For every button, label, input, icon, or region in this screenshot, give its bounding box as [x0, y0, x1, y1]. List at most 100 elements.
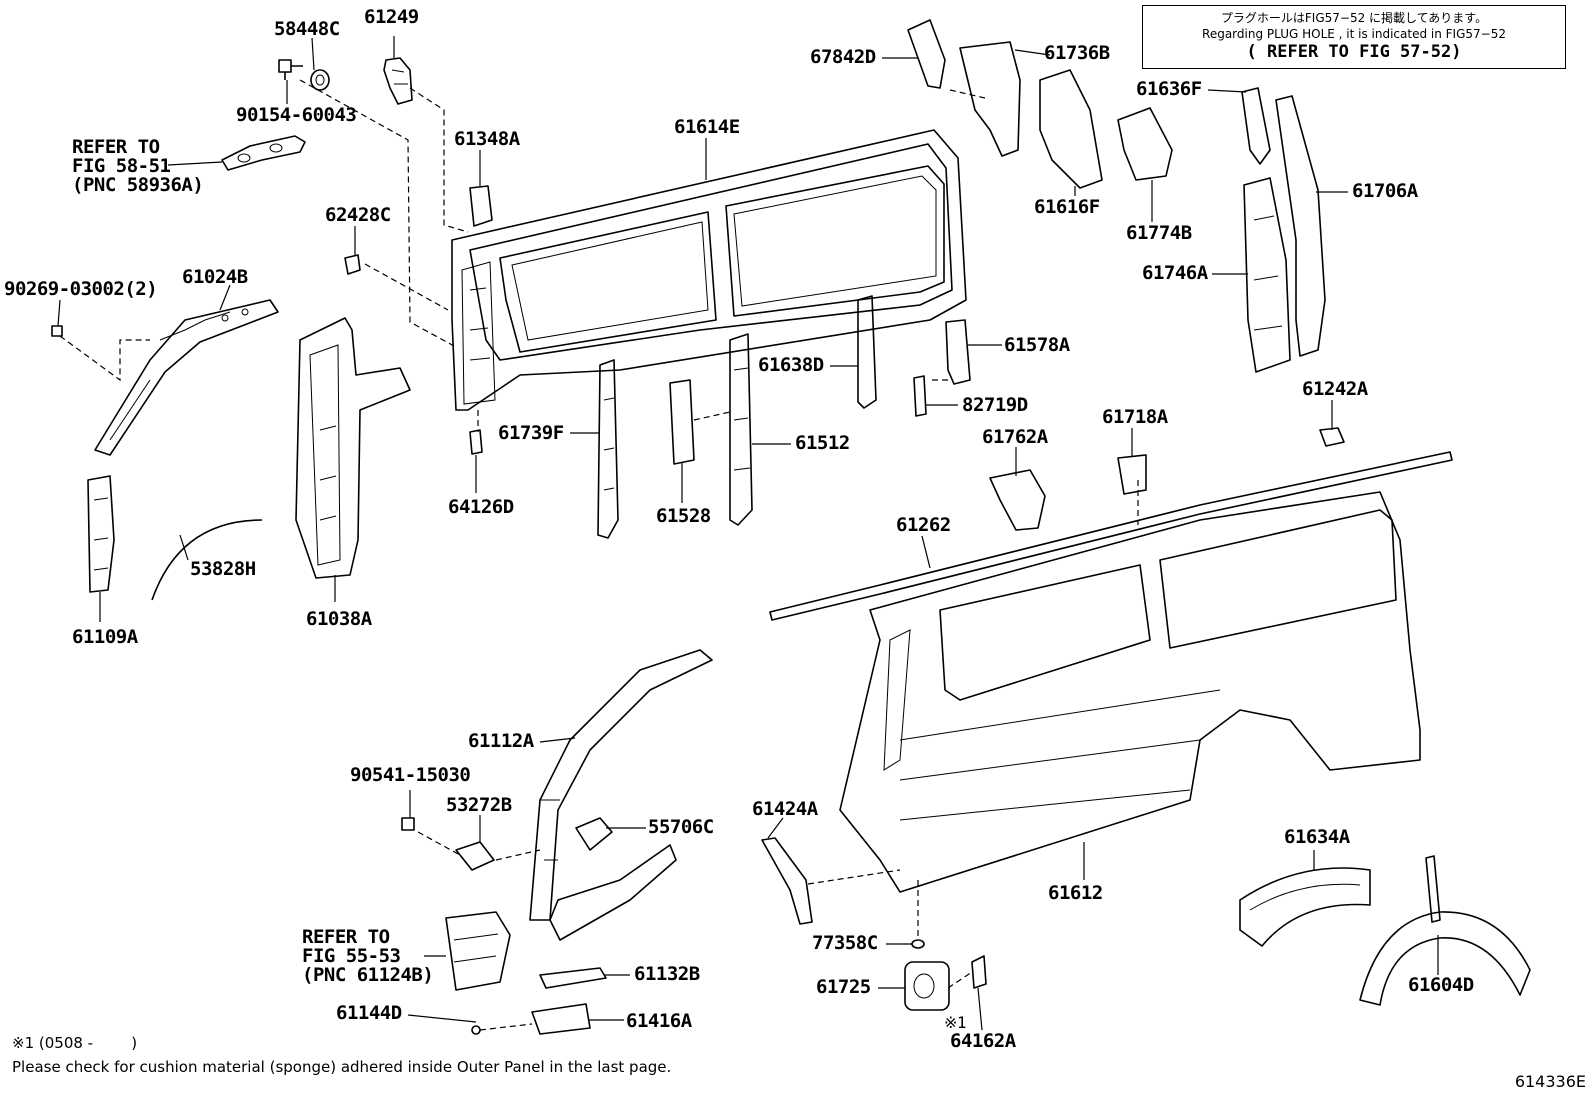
refer-note-58-51: REFER TO FIG 58-51 (PNC 58936A) [72, 136, 204, 196]
label-90269-03002: 90269-03002(2) [4, 278, 158, 300]
leader-lines [57, 36, 1439, 1031]
pillar-61512 [729, 333, 753, 526]
seal-53828H [151, 519, 263, 601]
notice-english: Regarding PLUG HOLE , it is indicated in… [1202, 27, 1506, 41]
refer-figure: FIG 58-51 [72, 155, 171, 177]
bolt-90154 [278, 59, 303, 80]
outer-panel-61612 [839, 491, 1421, 893]
label-90541-15030: 90541-15030 [350, 764, 471, 786]
refer-note-55-53: REFER TO FIG 55-53 (PNC 61124B) [302, 926, 434, 985]
refer-line: REFER TO [302, 926, 390, 948]
label-61528: 61528 [656, 505, 711, 527]
label-61144D: 61144D [336, 1002, 402, 1024]
pillar-61746A [1243, 177, 1291, 373]
label-64126D: 64126D [448, 496, 514, 518]
bracket-61249 [383, 57, 413, 105]
label-61038A: 61038A [306, 608, 372, 630]
label-61774B: 61774B [1126, 222, 1192, 244]
label-61578A: 61578A [1004, 334, 1070, 356]
roof-rail-61262 [769, 451, 1453, 621]
label-61024B: 61024B [182, 266, 248, 288]
label-64162A: 64162A [950, 1030, 1016, 1052]
label-53272B: 53272B [446, 794, 512, 816]
grommet-58448C [310, 69, 330, 91]
panel-61132B [539, 967, 607, 989]
date-note: ※1 (0508 - ) [12, 1034, 138, 1052]
label-61512: 61512 [795, 432, 850, 454]
label-61612: 61612 [1048, 882, 1103, 904]
label-58448C: 58448C [274, 18, 340, 40]
pillar-61024B [94, 299, 279, 456]
figure-id: 614336E [1514, 1072, 1586, 1091]
panel-67842D [907, 19, 946, 89]
label-61112A: 61112A [468, 730, 534, 752]
pillar-61112A [529, 649, 713, 941]
label-61262: 61262 [896, 514, 951, 536]
refer-figure: FIG 55-53 [302, 945, 401, 967]
bracket-61348A [469, 185, 493, 227]
refer-line: REFER TO [72, 136, 160, 158]
label-61109A: 61109A [72, 626, 138, 648]
panel-61424A [761, 837, 813, 925]
plug-hole-notice: プラグホールはFIG57−52 に掲載してあります。 Regarding PLU… [1142, 5, 1566, 69]
label-82719D: 82719D [962, 394, 1028, 416]
wheel-house-61634A [1239, 867, 1371, 947]
bracket-53272B [455, 841, 495, 871]
label-61746A: 61746A [1142, 262, 1208, 284]
clip-62428C [344, 254, 361, 275]
label-61348A: 61348A [454, 128, 520, 150]
label-61706A: 61706A [1352, 180, 1418, 202]
label-61242A: 61242A [1302, 378, 1368, 400]
clip-90541 [401, 817, 415, 831]
label-53828H: 53828H [190, 558, 256, 580]
pillar-61636F [1241, 87, 1271, 165]
label-61736B: 61736B [1044, 42, 1110, 64]
pillar-61706A [1275, 95, 1326, 357]
label-61424A: 61424A [752, 798, 818, 820]
panel-61124B [445, 911, 511, 991]
reinforcement-61528 [669, 379, 695, 465]
label-61416A: 61416A [626, 1010, 692, 1032]
bracket-64162A [971, 955, 987, 989]
notice-japanese: プラグホールはFIG57−52 に掲載してあります。 [1220, 11, 1488, 25]
inner-panel-61614E [451, 129, 967, 411]
pillar-61736B [959, 41, 1021, 157]
label-61614E: 61614E [674, 116, 740, 138]
cushion-note: Please check for cushion material (spong… [12, 1058, 672, 1076]
clip-61144D [471, 1025, 481, 1035]
label-61718A: 61718A [1102, 406, 1168, 428]
notice-refer: ( REFER TO FIG 57-52) [1246, 42, 1462, 62]
label-77358C: 77358C [812, 932, 878, 954]
label-61616F: 61616F [1034, 196, 1100, 218]
screw-90269 [51, 325, 63, 337]
bracket-82719D [913, 375, 927, 417]
bracket-61242A [1319, 427, 1345, 447]
panel-61416A [531, 1003, 591, 1035]
pillar-61109A [87, 475, 115, 593]
pillar-61038A [295, 317, 411, 579]
plate-58936A [221, 135, 306, 171]
label-61249: 61249 [364, 6, 419, 28]
label-62428C: 62428C [325, 204, 391, 226]
assembly-lines [59, 79, 1139, 1031]
bracket-55706C [575, 817, 613, 851]
label-61739F: 61739F [498, 422, 564, 444]
label-55706C: 55706C [648, 816, 714, 838]
reinforcement-61739F [597, 359, 619, 539]
reinforcement-61638D [857, 295, 877, 409]
clip-64126D [469, 429, 483, 455]
label-61636F: 61636F [1136, 78, 1202, 100]
clip-77358C [911, 939, 925, 949]
label-61132B: 61132B [634, 963, 700, 985]
refer-pnc: (PNC 58936A) [72, 174, 204, 196]
label-61762A: 61762A [982, 426, 1048, 448]
pillar-61616F [1039, 69, 1103, 189]
wheel-house-61604D [1359, 855, 1531, 1006]
bracket-61762A [989, 469, 1046, 531]
pillar-61774B [1117, 107, 1173, 181]
label-90154-60043: 90154-60043 [236, 104, 357, 126]
bracket-61718A [1117, 454, 1147, 495]
fuel-door-61725 [904, 961, 950, 1011]
bracket-61578A [945, 319, 971, 385]
